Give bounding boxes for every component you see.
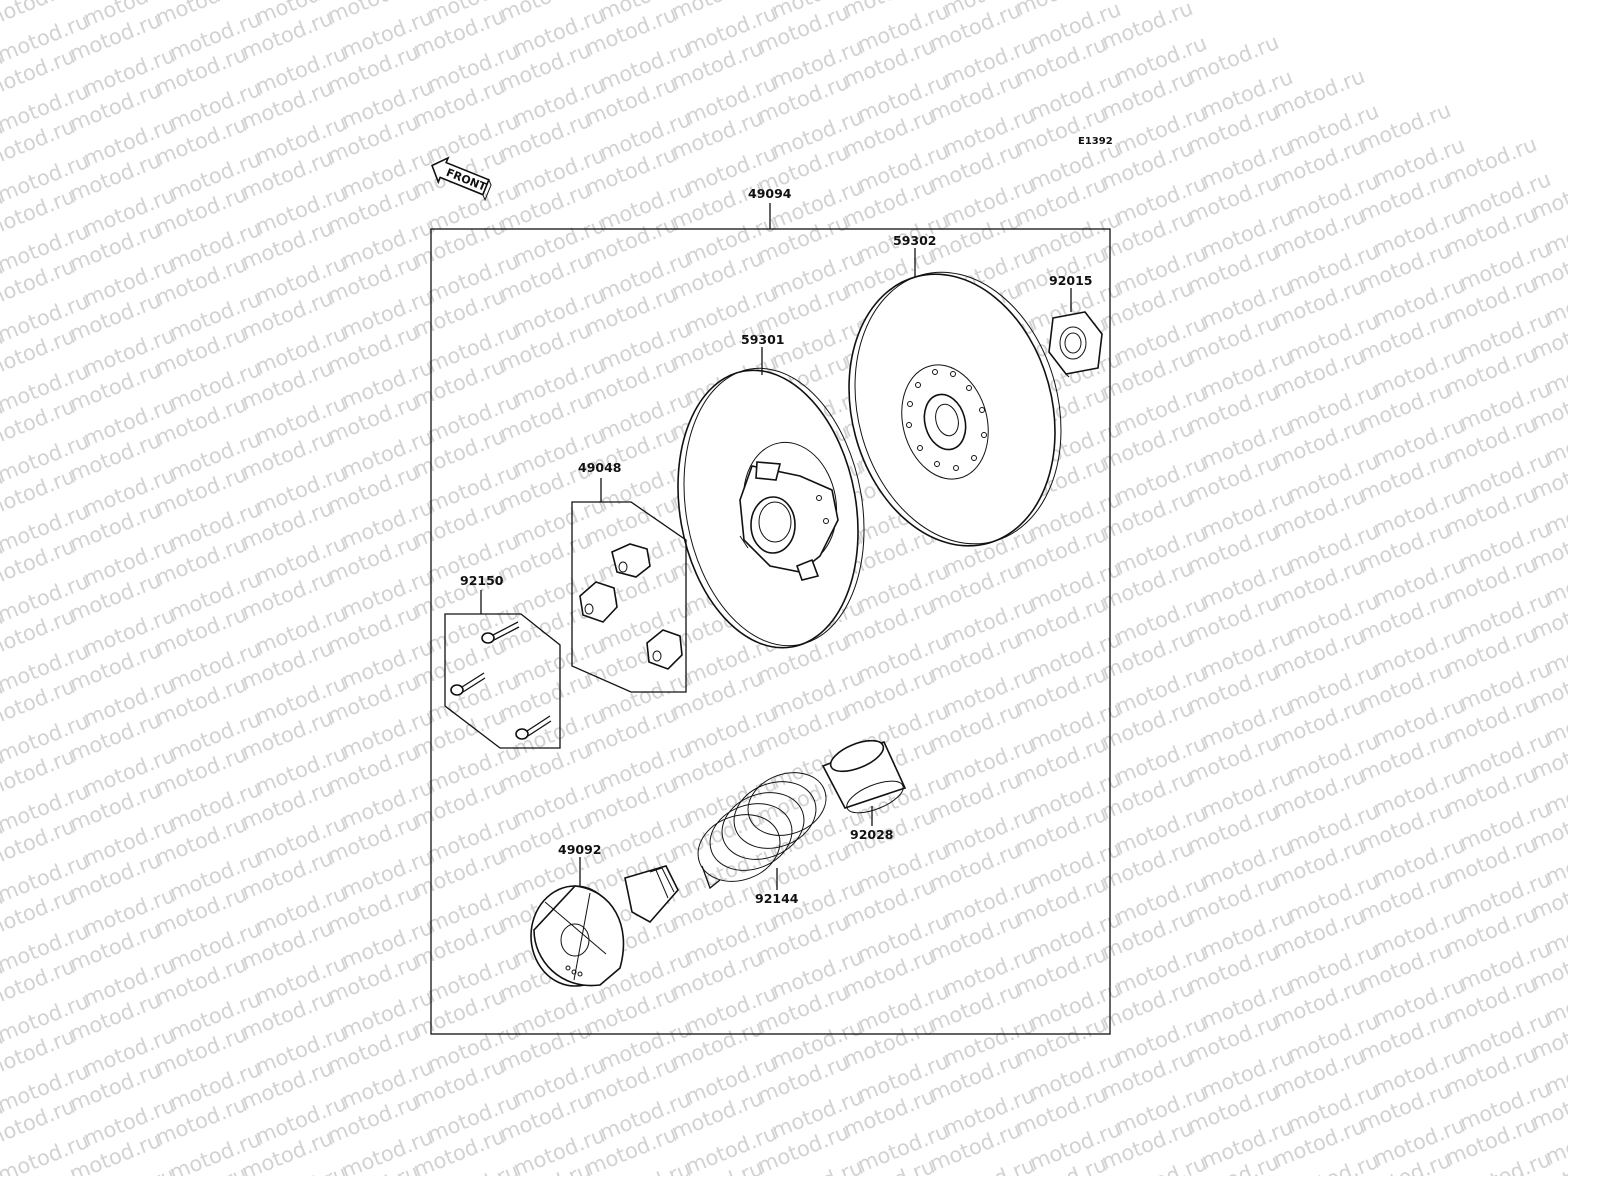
weight-3 xyxy=(646,629,683,670)
weight-1 xyxy=(611,543,651,578)
diagram-canvas: E1392 FRONT 49094 59302 xyxy=(430,136,1113,1035)
part-49048-weights-kit xyxy=(571,501,687,693)
label-92015: 92015 xyxy=(1049,273,1093,288)
label-92028: 92028 xyxy=(850,827,894,842)
label-59302: 59302 xyxy=(893,233,937,248)
part-49092-cam xyxy=(530,865,679,987)
part-92150-screws xyxy=(444,613,561,749)
screw-3 xyxy=(515,715,552,740)
label-92144: 92144 xyxy=(755,891,799,906)
part-59302-fixed-sheave xyxy=(848,271,1062,547)
part-92144-spring xyxy=(697,772,827,890)
screw-1 xyxy=(481,621,520,644)
label-59301: 59301 xyxy=(741,332,785,347)
label-49048: 49048 xyxy=(578,460,622,475)
part-92015-nut xyxy=(1048,311,1103,378)
label-49092: 49092 xyxy=(558,842,602,857)
reference-code: E1392 xyxy=(1078,136,1113,147)
weight-2 xyxy=(579,581,618,623)
part-59301-movable-sheave xyxy=(677,367,865,649)
front-arrow-icon: FRONT xyxy=(431,156,492,202)
part-92028-bushing xyxy=(821,739,907,814)
screw-2 xyxy=(450,672,486,696)
label-92150: 92150 xyxy=(460,573,504,588)
label-49094: 49094 xyxy=(748,186,792,201)
